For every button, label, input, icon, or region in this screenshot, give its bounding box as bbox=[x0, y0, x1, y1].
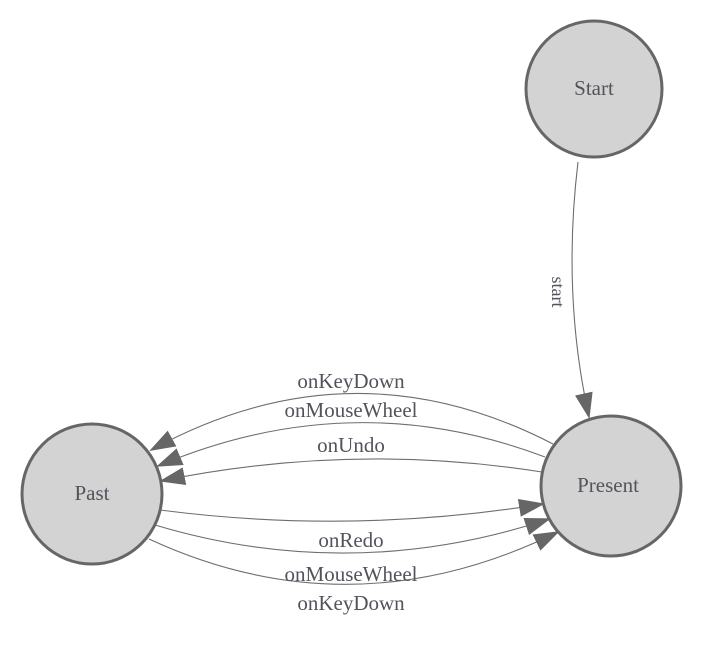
state-circle-present bbox=[539, 414, 683, 558]
state-label-past: Past bbox=[74, 481, 109, 505]
state-nodes: Start Present Past bbox=[20, 19, 683, 566]
transition-edge-present-to-past-mousewheel bbox=[156, 422, 546, 467]
state-label-start: Start bbox=[574, 76, 614, 100]
state-circle-past bbox=[20, 422, 164, 566]
transition-edges bbox=[148, 161, 593, 585]
transition-edge-present-to-past-keydown bbox=[149, 392, 554, 451]
transition-label-onkeydown-top: onKeyDown bbox=[297, 369, 405, 393]
transition-label-onmousewheel-top: onMouseWheel bbox=[285, 398, 418, 422]
transition-edge-past-to-present-mousewheel bbox=[154, 517, 551, 554]
transition-labels: start onKeyDown onMouseWheel onUndo onRe… bbox=[285, 277, 568, 616]
transition-label-start: start bbox=[548, 277, 568, 308]
transition-label-onmousewheel-bottom: onMouseWheel bbox=[285, 562, 418, 586]
transition-edge-present-to-past-undo bbox=[159, 458, 543, 486]
state-node-present: Present bbox=[539, 414, 683, 558]
state-label-present: Present bbox=[577, 473, 639, 497]
state-circle-start bbox=[524, 19, 664, 159]
transition-edge-start-to-present bbox=[571, 161, 593, 419]
transition-label-onkeydown-bottom: onKeyDown bbox=[297, 591, 405, 615]
state-node-past: Past bbox=[20, 422, 164, 566]
transition-label-onredo: onRedo bbox=[318, 528, 383, 552]
transition-edge-past-to-present-keydown bbox=[148, 531, 560, 585]
transition-label-onundo: onUndo bbox=[317, 433, 385, 457]
transition-edge-past-to-present-redo bbox=[159, 498, 545, 522]
state-node-start: Start bbox=[524, 19, 664, 159]
